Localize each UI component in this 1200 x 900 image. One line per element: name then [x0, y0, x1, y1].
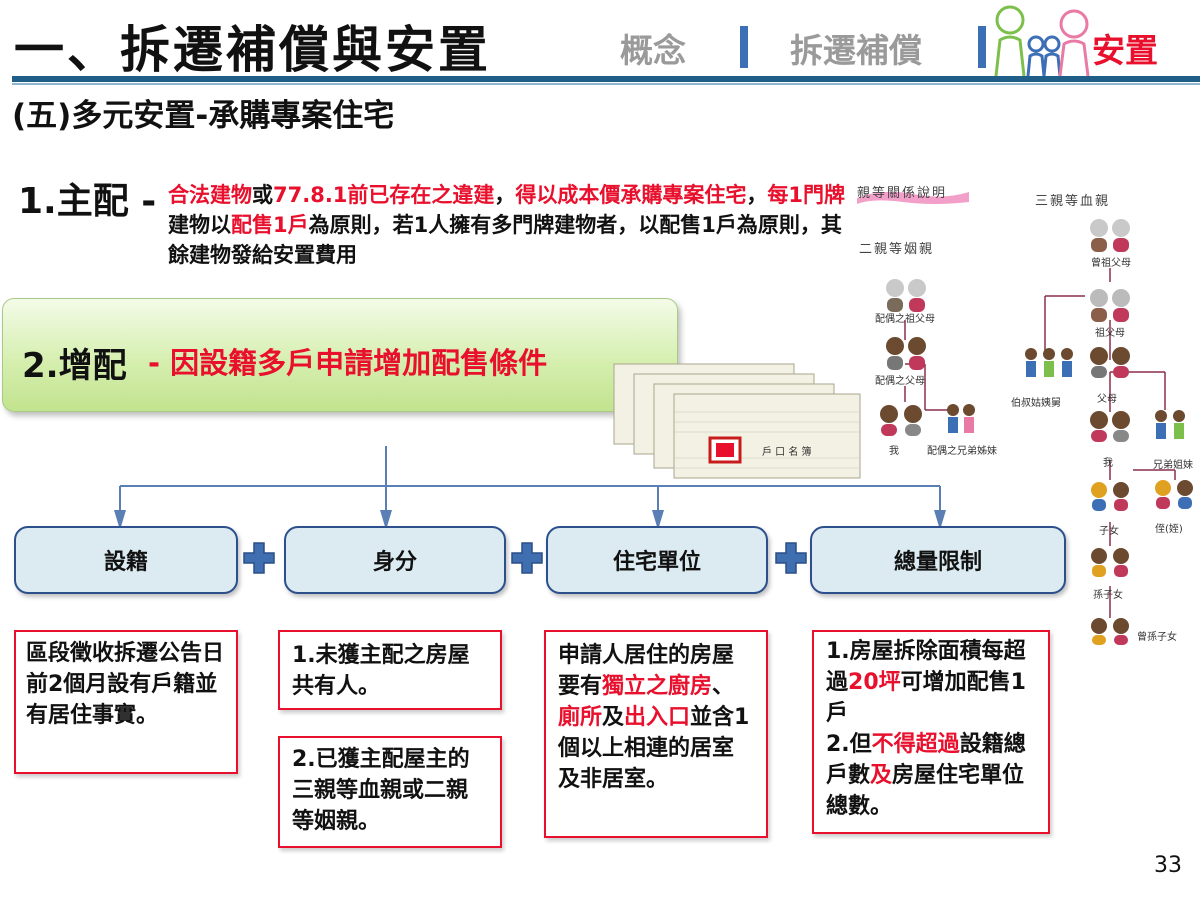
category-total-limit: 總量限制: [810, 526, 1066, 594]
nav-divider: [978, 26, 986, 68]
body-text: 及: [602, 705, 625, 730]
spouse-siblings-icon: [947, 404, 975, 433]
detail-total-limit: 1.房屋拆除面積每超過20坪可增加配售1戶 2.但不得超過設籍總戶數及房屋住宅單…: [812, 630, 1050, 834]
page-title: 一、拆遷補償與安置: [14, 21, 491, 79]
me-icon: [1090, 411, 1130, 442]
label-me-left: 我: [889, 446, 899, 457]
body-text: 房屋住宅單位總數。: [826, 763, 1025, 819]
highlight-text: 及: [870, 763, 893, 788]
label-great-grandchildren: 曾孫子女: [1137, 632, 1177, 643]
highlight-text: 出入口: [624, 705, 691, 730]
grandparents-icon: [1090, 289, 1130, 322]
uncles-aunts-icon: [1025, 348, 1073, 377]
detail-household: 區段徵收拆遷公告日前2個月設有戶籍並有居住事實。: [14, 630, 238, 774]
category-household: 設籍: [14, 526, 238, 594]
siblings-icon: [1155, 410, 1185, 439]
children-icon: [1091, 482, 1129, 511]
body-text: 申請人居住的房屋要有: [558, 643, 735, 699]
body-text: 可增加配售1戶: [826, 670, 1026, 726]
nav-divider: [740, 26, 748, 68]
title-underline: [12, 76, 1200, 82]
body-text: 區段徵收拆遷公告日前2個月設有戶籍並有居住事實。: [26, 641, 225, 728]
body-text: 1.未獲主配之房屋共有人。: [292, 643, 470, 699]
family-relationship-chart: 親等關係說明 二親等姻親 三親等血親: [845, 170, 1200, 660]
affinity-caption: 二親等姻親: [859, 242, 935, 257]
plus-icon: [511, 542, 543, 574]
highlight-text: 配售1戶: [231, 213, 309, 237]
highlight-text: 廁所: [558, 705, 603, 730]
body-text: 、: [712, 674, 735, 699]
body-text: 1.房屋拆除面積每超過: [826, 639, 1026, 695]
document-title: 戶 口 名 簿: [762, 445, 812, 458]
family-tree-lines: [880, 219, 1193, 645]
nephews-icon: [1155, 480, 1193, 509]
highlight-text: 合法建物: [168, 183, 252, 207]
highlight-text: 不得超過: [871, 732, 960, 757]
label-spouse-siblings: 配偶之兄弟姊妹: [927, 446, 997, 457]
body-text: 2.已獲主配屋主的三親等血親或二親等姻親。: [292, 747, 470, 834]
label-siblings: 兄弟姐妹: [1153, 460, 1193, 471]
spouse-parents-icon: [886, 337, 926, 370]
detail-total-limit-2: 2.但不得超過設籍總戶數及房屋住宅單位總數。: [826, 729, 1036, 822]
great-grandchildren-icon: [1091, 618, 1129, 645]
body-text: 建物以: [168, 213, 231, 237]
highlight-text: 獨立之廚房: [602, 674, 713, 699]
relationship-caption-highlight: [857, 191, 969, 204]
label-spouse-grandparents: 配偶之祖父母: [875, 314, 935, 325]
grandchildren-icon: [1091, 548, 1129, 577]
highlight-text: 20坪: [848, 670, 901, 695]
me-spouse-icon: [880, 405, 922, 436]
body-text: 為原則，若1人擁有多門牌建物者，以配售1戶為原則，其餘建物發給安置費用: [168, 213, 842, 267]
body-text: ，: [746, 183, 768, 207]
item1-description: 合法建物或77.8.1前已存在之違建，得以成本價承購專案住宅，每1門牌建物以配售…: [168, 180, 858, 270]
item2-label: 2.增配: [22, 346, 127, 386]
household-register-image: 戶 口 名 簿: [613, 363, 861, 479]
family-people-icon: [994, 5, 1090, 77]
label-children: 子女: [1099, 526, 1119, 537]
highlight-text: 每1門牌: [767, 183, 846, 207]
plus-icon: [775, 542, 807, 574]
label-grandparents: 祖父母: [1095, 328, 1125, 339]
category-identity: 身分: [284, 526, 506, 594]
label-nephews: 侄(姪): [1155, 524, 1183, 535]
blood-caption: 三親等血親: [1035, 194, 1111, 209]
body-text: 並含1個以上相連的居室及非居室。: [558, 705, 750, 792]
item2-highlight-box: [2, 298, 678, 412]
plus-icon: [243, 542, 275, 574]
parents-icon: [1090, 347, 1130, 378]
detail-housing-unit: 申請人居住的房屋要有獨立之廚房、廁所及出入口並含1個以上相連的居室及非居室。: [544, 630, 768, 838]
nav-tab-compensation[interactable]: 拆遷補償: [790, 31, 922, 70]
highlight-text: 得以成本價承購專案住宅: [515, 183, 747, 207]
nav-tab-resettlement[interactable]: 安置: [1092, 31, 1158, 70]
detail-total-limit-1: 1.房屋拆除面積每超過20坪可增加配售1戶: [826, 636, 1036, 729]
relationship-caption: 親等關係說明: [857, 186, 948, 201]
nav-tab-concept[interactable]: 概念: [620, 31, 686, 70]
body-text: 2.但: [826, 732, 872, 757]
body-text: 設籍總戶數: [826, 732, 1026, 788]
label-me: 我: [1103, 458, 1113, 469]
page-number: 33: [1154, 853, 1182, 878]
title-underline-light: [12, 83, 1200, 85]
label-grandchildren: 孫子女: [1093, 590, 1123, 601]
category-housing-unit: 住宅單位: [546, 526, 768, 594]
detail-identity-2: 2.已獲主配屋主的三親等血親或二親等姻親。: [278, 736, 502, 848]
label-spouse-parents: 配偶之父母: [875, 376, 925, 387]
section-subtitle: (五)多元安置-承購專案住宅: [12, 98, 395, 134]
label-parents: 父母: [1097, 394, 1117, 405]
great-grandparents-icon: [1090, 219, 1130, 252]
label-great-grandparents: 曾祖父母: [1091, 258, 1131, 269]
detail-identity-1: 1.未獲主配之房屋共有人。: [278, 630, 502, 710]
item1-label: 1.主配 -: [18, 181, 157, 222]
highlight-text: 77.8.1前已存在之違建: [273, 183, 495, 207]
item2-description: - 因設籍多戶申請增加配售條件: [148, 346, 548, 380]
spouse-grandparents-icon: [886, 279, 926, 312]
label-uncles-aunts: 伯叔姑姨舅: [1011, 398, 1061, 409]
body-text: 或: [252, 183, 273, 207]
body-text: ，: [494, 183, 516, 207]
